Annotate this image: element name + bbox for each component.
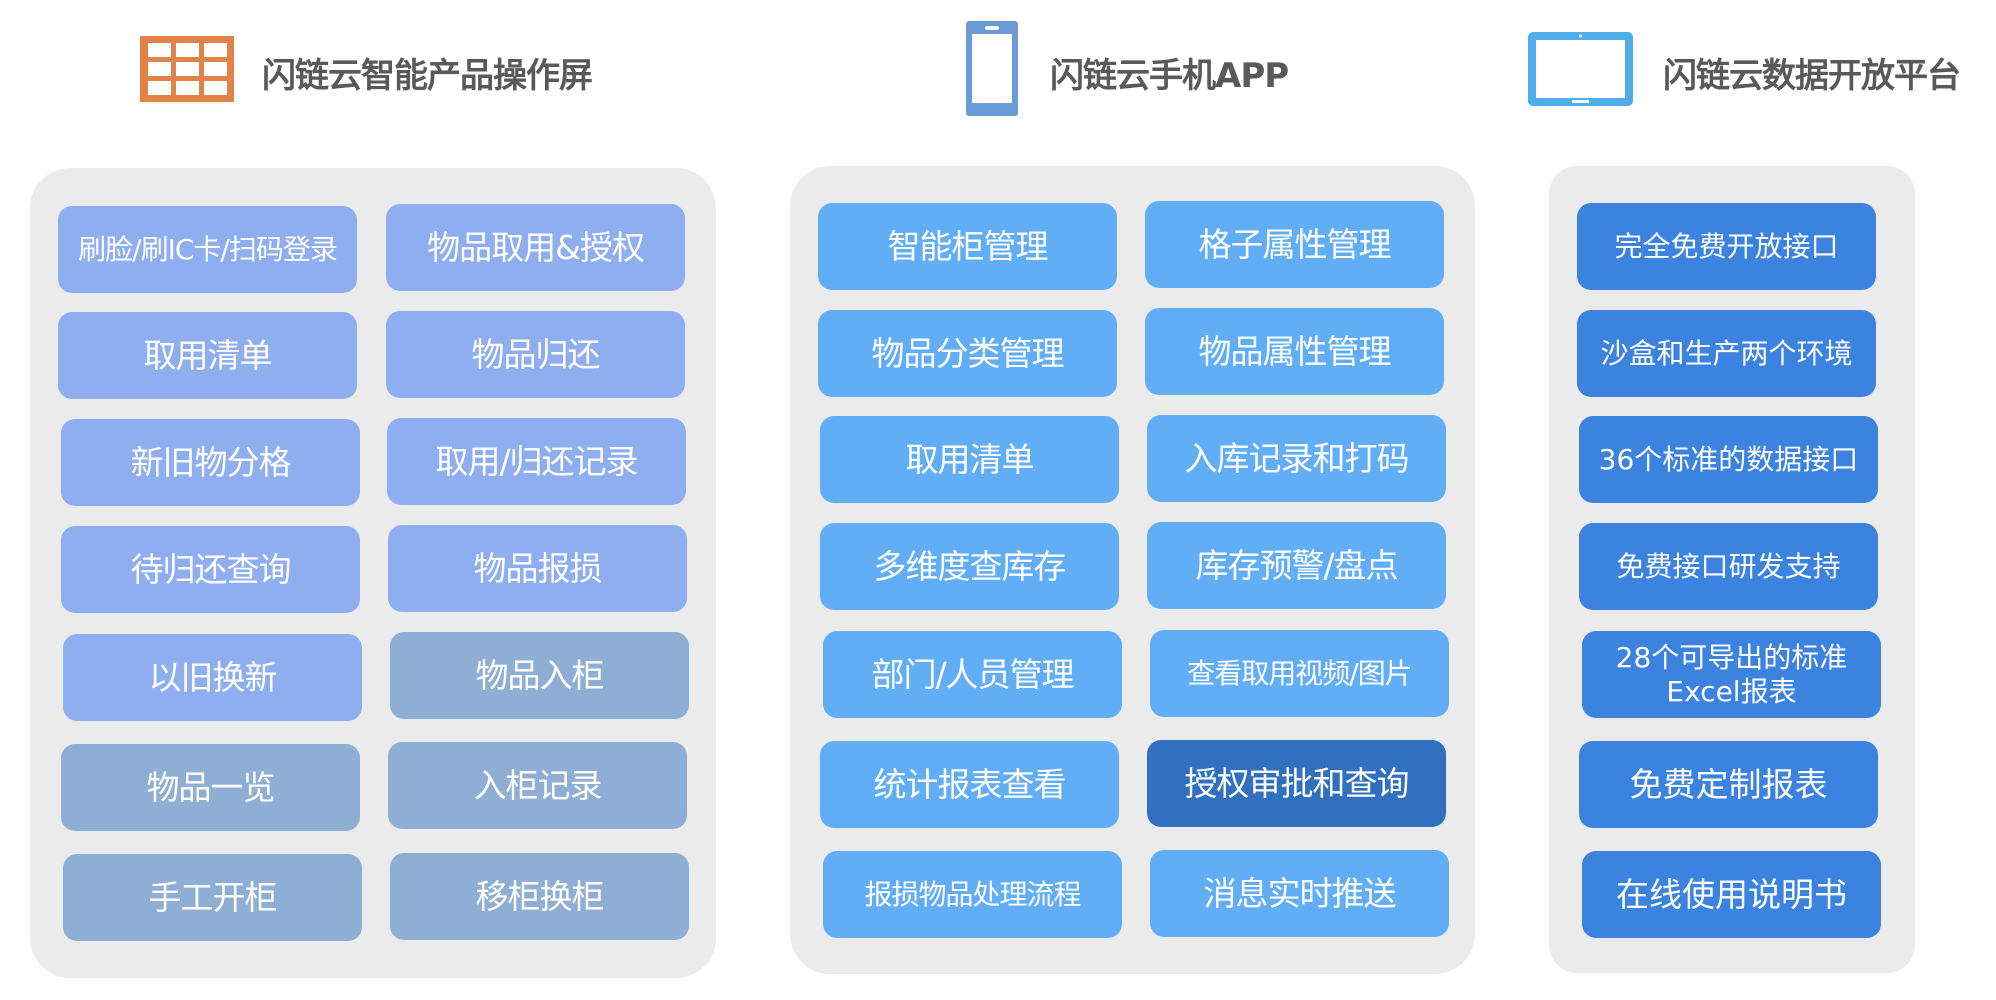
feature-item-attribute-management[interactable]: 物品属性管理 <box>1145 308 1444 395</box>
feature-cell-attribute-management[interactable]: 格子属性管理 <box>1145 201 1444 288</box>
feature-pickup-return-records[interactable]: 取用/归还记录 <box>387 418 686 505</box>
feature-trade-in[interactable]: 以旧换新 <box>63 634 362 721</box>
feature-manual-open[interactable]: 手工开柜 <box>63 854 362 941</box>
feature-item-pickup-authorize[interactable]: 物品取用&授权 <box>386 204 685 291</box>
feature-pickup-list-app[interactable]: 取用清单 <box>820 416 1119 503</box>
feature-login[interactable]: 刷脸/刷IC卡/扫码登录 <box>58 206 357 293</box>
feature-inbound-records-labeling[interactable]: 入库记录和打码 <box>1147 415 1446 502</box>
section-title-data-platform: 闪链云数据开放平台 <box>1663 56 1961 96</box>
feature-free-api-dev-support[interactable]: 免费接口研发支持 <box>1579 523 1878 610</box>
grid-screen-icon <box>140 36 234 102</box>
feature-online-manual[interactable]: 在线使用说明书 <box>1582 851 1881 938</box>
feature-sandbox-production[interactable]: 沙盒和生产两个环境 <box>1577 310 1876 397</box>
section-title-operation-screen: 闪链云智能产品操作屏 <box>262 56 593 96</box>
feature-realtime-notifications[interactable]: 消息实时推送 <box>1150 850 1449 937</box>
feature-damage-handling-workflow[interactable]: 报损物品处理流程 <box>823 851 1122 938</box>
feature-department-staff-management[interactable]: 部门/人员管理 <box>823 631 1122 718</box>
feature-exportable-excel-reports[interactable]: 28个可导出的标准Excel报表 <box>1582 631 1881 718</box>
feature-new-old-sorting[interactable]: 新旧物分格 <box>61 419 360 506</box>
feature-inventory-alert-stocktake[interactable]: 库存预警/盘点 <box>1147 522 1446 609</box>
feature-item-return[interactable]: 物品归还 <box>386 311 685 398</box>
smartphone-icon <box>966 21 1018 116</box>
feature-move-cabinet[interactable]: 移柜换柜 <box>390 853 689 940</box>
feature-pickup-list[interactable]: 取用清单 <box>58 312 357 399</box>
feature-free-custom-reports[interactable]: 免费定制报表 <box>1579 741 1878 828</box>
feature-stocking-records[interactable]: 入柜记录 <box>388 742 687 829</box>
feature-view-pickup-video-images[interactable]: 查看取用视频/图片 <box>1150 630 1449 717</box>
feature-item-overview[interactable]: 物品一览 <box>61 744 360 831</box>
feature-statistics-reports[interactable]: 统计报表查看 <box>820 741 1119 828</box>
feature-cabinet-management[interactable]: 智能柜管理 <box>818 203 1117 290</box>
feature-standard-data-apis[interactable]: 36个标准的数据接口 <box>1579 416 1878 503</box>
feature-item-stocking[interactable]: 物品入柜 <box>390 632 689 719</box>
section-title-mobile-app: 闪链云手机APP <box>1050 56 1289 96</box>
feature-item-category-management[interactable]: 物品分类管理 <box>818 310 1117 397</box>
feature-pending-return-query[interactable]: 待归还查询 <box>61 526 360 613</box>
feature-item-damage-report[interactable]: 物品报损 <box>388 525 687 612</box>
feature-free-open-api[interactable]: 完全免费开放接口 <box>1577 203 1876 290</box>
feature-multi-dimension-inventory[interactable]: 多维度查库存 <box>820 523 1119 610</box>
tablet-icon <box>1528 32 1633 106</box>
feature-authorization-approval-query[interactable]: 授权审批和查询 <box>1147 740 1446 827</box>
